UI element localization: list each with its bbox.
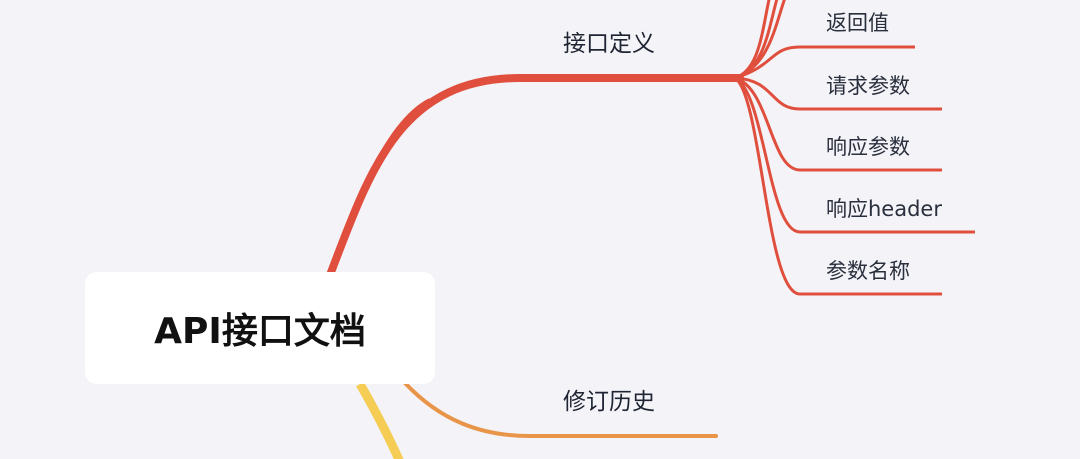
root-node-label: API接口文档 <box>154 311 366 352</box>
leaf-node-request-params[interactable]: 请求参数 <box>826 74 910 98</box>
root-node[interactable]: API接口文档 <box>85 272 435 384</box>
leaf-node-response-params[interactable]: 响应参数 <box>826 135 910 159</box>
branch-node-interface-definition[interactable]: 接口定义 <box>563 31 655 57</box>
branch-node-revision-history[interactable]: 修订历史 <box>563 389 655 415</box>
leaf-node-return-value[interactable]: 返回值 <box>826 11 889 35</box>
leaf-node-response-header[interactable]: 响应header <box>826 197 942 221</box>
leaf-node-param-names[interactable]: 参数名称 <box>826 259 910 283</box>
